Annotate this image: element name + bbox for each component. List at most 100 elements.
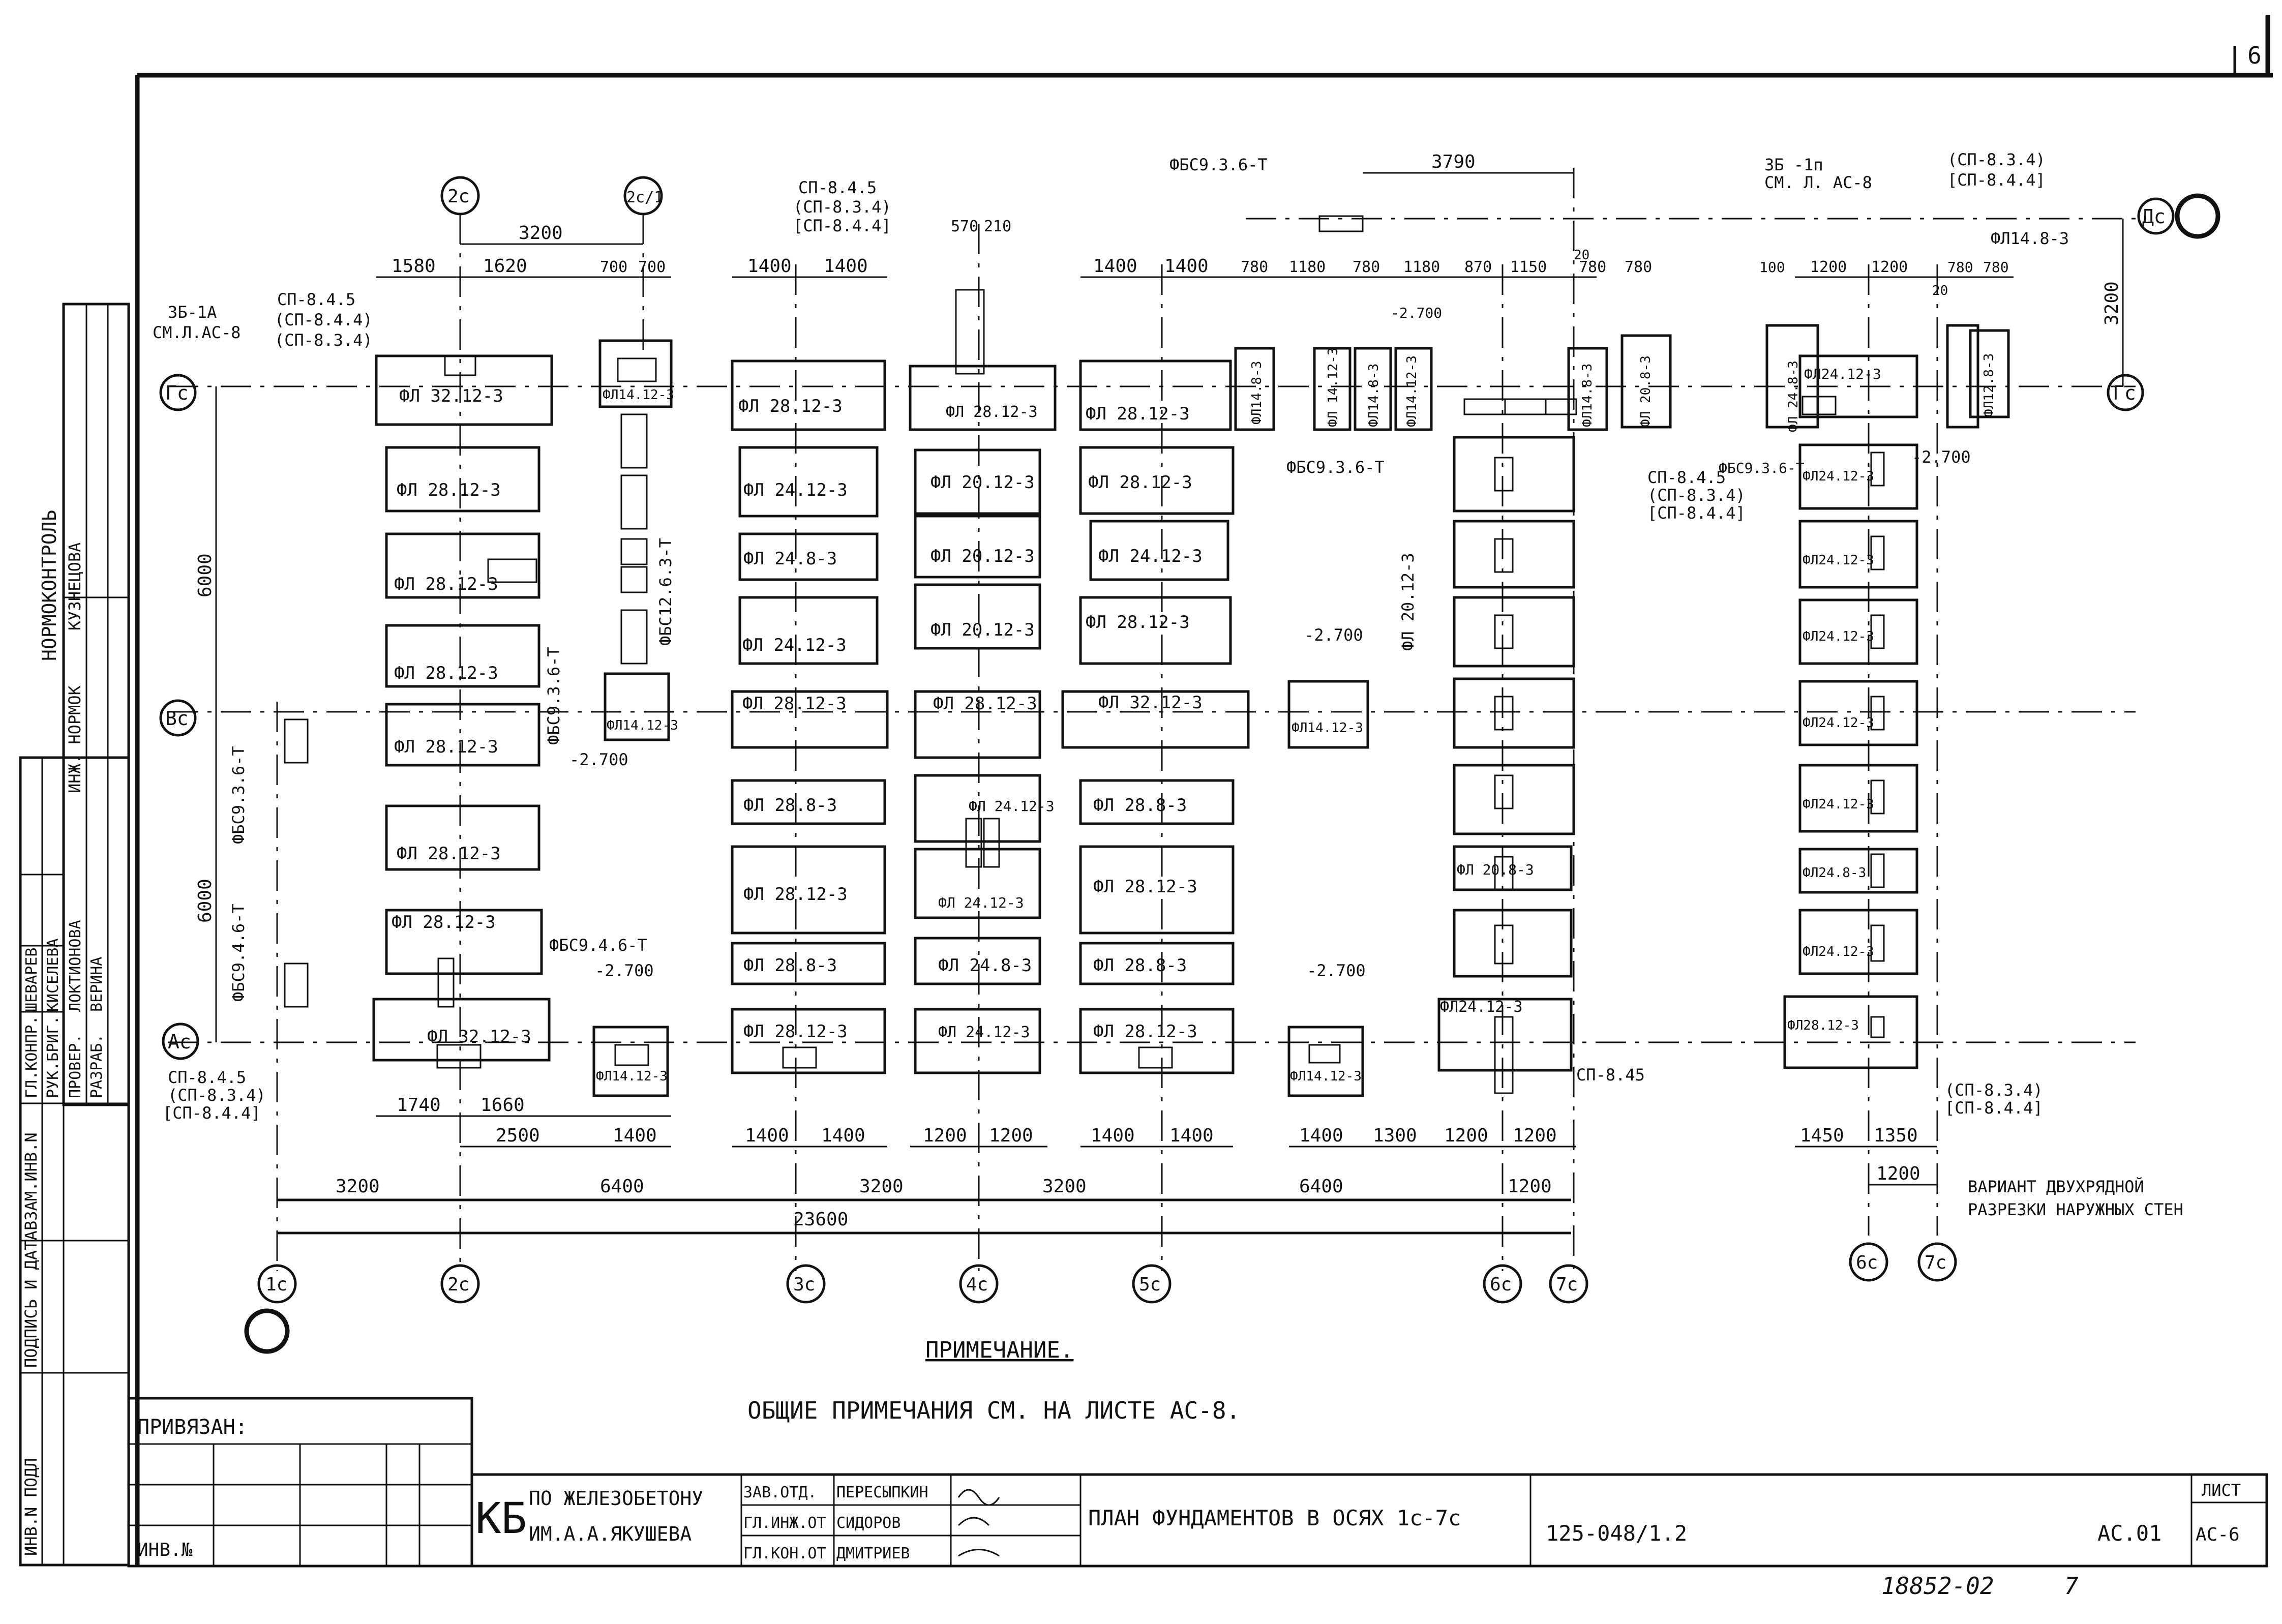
person-role-3: ГЛ.КОН.ОТ bbox=[743, 1545, 826, 1562]
slab-fl-28-12-f: ФЛ 28.12-3 bbox=[392, 912, 496, 933]
slab-var-fl-24-8: ФЛ24.8-3 bbox=[1803, 865, 1866, 881]
label-sp845-right: СП-8.4.5 bbox=[1647, 468, 1726, 487]
slab-fl-28-12-d: ФЛ 28.12-3 bbox=[394, 737, 498, 757]
title-block: КБ ПО ЖЕЛЕЗОБЕТОНУ ИМ.А.А.ЯКУШЕВА ЗАВ.ОТ… bbox=[470, 1473, 2268, 1568]
dim-3200c: 3200 bbox=[1042, 1176, 1087, 1197]
privyazan-block: ПРИВЯЗАН: ИНВ.№ bbox=[127, 1397, 473, 1568]
dim-1580: 1580 bbox=[392, 256, 436, 277]
callout-labels: ЗБ-1А СМ.Л.АС-8 СП-8.4.5 (СП-8.4.4) (СП-… bbox=[153, 150, 2183, 1219]
slab-fl-14-12-top: ФЛ14.12-3 bbox=[603, 387, 674, 403]
label-sp844-mid: [СП-8.4.4] bbox=[793, 216, 891, 235]
dim-1350: 1350 bbox=[1874, 1125, 1918, 1146]
slab-4c-fl-20-12-a: ФЛ 20.12-3 bbox=[930, 472, 1035, 493]
axis-2c-top: 2с bbox=[447, 186, 469, 207]
org-line-1: ПО ЖЕЛЕЗОБЕТОНУ bbox=[529, 1487, 703, 1510]
stamp-role-razrab: РАЗРАБ. bbox=[88, 1034, 106, 1098]
label-variant-2: РАЗРЕЗКИ НАРУЖНЫХ СТЕН bbox=[1968, 1200, 2183, 1219]
slab-3c-fl-28-12-b: ФЛ 28.12-3 bbox=[743, 884, 848, 905]
slab-4c-fl-28-12-top: ФЛ 28.12-3 bbox=[946, 403, 1038, 421]
dim-20a: 20 bbox=[1574, 248, 1589, 263]
slab-5c-fl-32-12: ФЛ 32.12-3 bbox=[1098, 693, 1203, 713]
person-role-2: ГЛ.ИНЖ.ОТ bbox=[743, 1514, 826, 1532]
dim-1400d: 1400 bbox=[1164, 256, 1209, 277]
slab-5c-fl-28-12-a: ФЛ 28.12-3 bbox=[1086, 404, 1190, 424]
axis-6c: 6с bbox=[1490, 1274, 1512, 1295]
slab-v-fl-12-8: ФЛ12.8-3 bbox=[1981, 353, 1997, 417]
label-zb1a: ЗБ-1А bbox=[168, 303, 217, 322]
label-sp845-br: СП-8.45 bbox=[1576, 1065, 1645, 1085]
dim-2500: 2500 bbox=[496, 1125, 540, 1146]
mark-minus-2700-c: -2.700 bbox=[1307, 961, 1366, 980]
label-zb1p: ЗБ -1п bbox=[1764, 155, 1823, 174]
dim-1620: 1620 bbox=[483, 256, 527, 277]
label-fbs936t-center: ФБС9.3.6-Т bbox=[544, 647, 563, 745]
slab-fl-14-12-bottom: ФЛ14.12-3 bbox=[596, 1069, 668, 1084]
slab-3c-fl-24-8: ФЛ 24.8-3 bbox=[743, 549, 837, 569]
dim-780d: 780 bbox=[1625, 258, 1652, 276]
stamp-name-kiseleva: КИСЕЛЕВА bbox=[44, 939, 62, 1012]
slab-fl-28-12-c: ФЛ 28.12-3 bbox=[394, 663, 498, 683]
axis-bs-left: Вс bbox=[165, 707, 189, 730]
slab-fl-14-12-mid: ФЛ14.12-3 bbox=[607, 718, 678, 733]
slab-4c-fl-24-12-b: ФЛ 24.12-3 bbox=[938, 894, 1024, 911]
label-sp844-right: [СП-8.4.4] bbox=[1647, 503, 1746, 523]
dim-3200b: 3200 bbox=[859, 1176, 904, 1197]
label-fl1483-tr: ФЛ14.8-3 bbox=[1991, 229, 2069, 248]
label-fbs946t: ФБС9.4.6-Т bbox=[549, 936, 647, 955]
slab-5c-fl-28-12-e: ФЛ 28.12-3 bbox=[1093, 1021, 1197, 1042]
stamp-name-loktionova: ЛОКТИОНОВА bbox=[67, 920, 84, 1012]
privyazan-label: ПРИВЯЗАН: bbox=[137, 1416, 248, 1439]
label-sp845-bl: СП-8.4.5 bbox=[168, 1068, 246, 1087]
dim-23600: 23600 bbox=[793, 1209, 848, 1230]
slab-3c-fl-28-12-mid: ФЛ 28.12-3 bbox=[742, 694, 847, 714]
mark-minus-2700-e: -2.700 bbox=[1912, 447, 1971, 467]
person-name-2: СИДОРОВ bbox=[836, 1514, 900, 1532]
mark-minus-2700-a: -2.700 bbox=[595, 961, 654, 980]
slab-var-fl-24-12-a: ФЛ24.12-3 bbox=[1803, 469, 1874, 484]
slab-v-fl-14-8-c: ФЛ14.8-3 bbox=[1580, 364, 1595, 427]
dim-3200a: 3200 bbox=[336, 1176, 380, 1197]
inv-number-label: ИНВ.№ bbox=[137, 1540, 193, 1560]
mark-minus-2700-f: -2.700 bbox=[1391, 305, 1442, 321]
label-sp845-mid: СП-8.4.5 bbox=[798, 178, 877, 197]
dim-1200h: 1200 bbox=[1508, 1176, 1552, 1197]
axis-3c: 3с bbox=[793, 1274, 815, 1295]
axis-7c-variant: 7с bbox=[1925, 1252, 1946, 1273]
axis-1c: 1с bbox=[265, 1274, 287, 1295]
slab-var-fl-24-12-f: ФЛ24.12-3 bbox=[1803, 944, 1874, 959]
dim-20b: 20 bbox=[1932, 283, 1948, 298]
slab-fl-32-12-bottom: ФЛ 32.12-3 bbox=[427, 1027, 531, 1047]
axis-4c: 4с bbox=[966, 1274, 988, 1295]
dim-1200c: 1200 bbox=[923, 1125, 967, 1146]
slab-v-fl-20-8-a: ФЛ 20.8-3 bbox=[1638, 355, 1654, 427]
org-kb-logo: КБ bbox=[475, 1493, 527, 1543]
sheet-corner-number: 6 bbox=[2247, 42, 2262, 69]
axis-7c: 7с bbox=[1556, 1274, 1578, 1295]
slab-5c-fl-28-12-c: ФЛ 28.12-3 bbox=[1086, 612, 1190, 633]
stamp-role-ruk-brig: РУК.БРИГ. bbox=[44, 1015, 62, 1098]
dimension-texts: 3200 1580 1620 700 700 1400 1400 570 210… bbox=[195, 152, 2122, 1230]
label-sp834-right: (СП-8.3.4) bbox=[1647, 486, 1746, 505]
dim-870: 870 bbox=[1464, 258, 1492, 276]
stamp-vzam-inv: ВЗАМ.ИНВ.N bbox=[21, 1132, 41, 1230]
axis-gs-right: Гс bbox=[2113, 382, 2136, 404]
slab-fl-28-12-b: ФЛ 28.12-3 bbox=[394, 574, 498, 594]
dim-1200g: 1200 bbox=[1876, 1163, 1920, 1184]
slab-var-fl-24-12-top: ФЛ24.12-3 bbox=[1804, 366, 1881, 382]
slab-3c-fl-24-12-b: ФЛ 24.12-3 bbox=[742, 635, 847, 655]
axis-bubbles: Гс Вс Ас Гс Дс 2с 2с/1 1с 2с 3с 4с 5с 6с… bbox=[159, 176, 2220, 1354]
label-sp834-mid: (СП-8.3.4) bbox=[793, 197, 891, 217]
dim-3790: 3790 bbox=[1431, 152, 1476, 172]
dim-1200a: 1200 bbox=[1810, 258, 1847, 276]
stamp-role-gl-konpr: ГЛ.КОНПР. bbox=[23, 1015, 41, 1098]
slab-v-fl-24-8: ФЛ 24.8-3 bbox=[1786, 360, 1801, 432]
dim-780b: 780 bbox=[1353, 258, 1380, 276]
dim-1400i: 1400 bbox=[1169, 1125, 1214, 1146]
person-name-3: ДМИТРИЕВ bbox=[836, 1545, 910, 1562]
dim-780c: 780 bbox=[1579, 258, 1606, 276]
stamp-name-shevarev: ШЕВАРЕВ bbox=[23, 948, 41, 1012]
dim-1400a: 1400 bbox=[747, 256, 792, 277]
slab-4c-fl-20-12-c: ФЛ 20.12-3 bbox=[930, 620, 1035, 640]
label-sp844-tr: [СП-8.4.4] bbox=[1947, 170, 2046, 190]
